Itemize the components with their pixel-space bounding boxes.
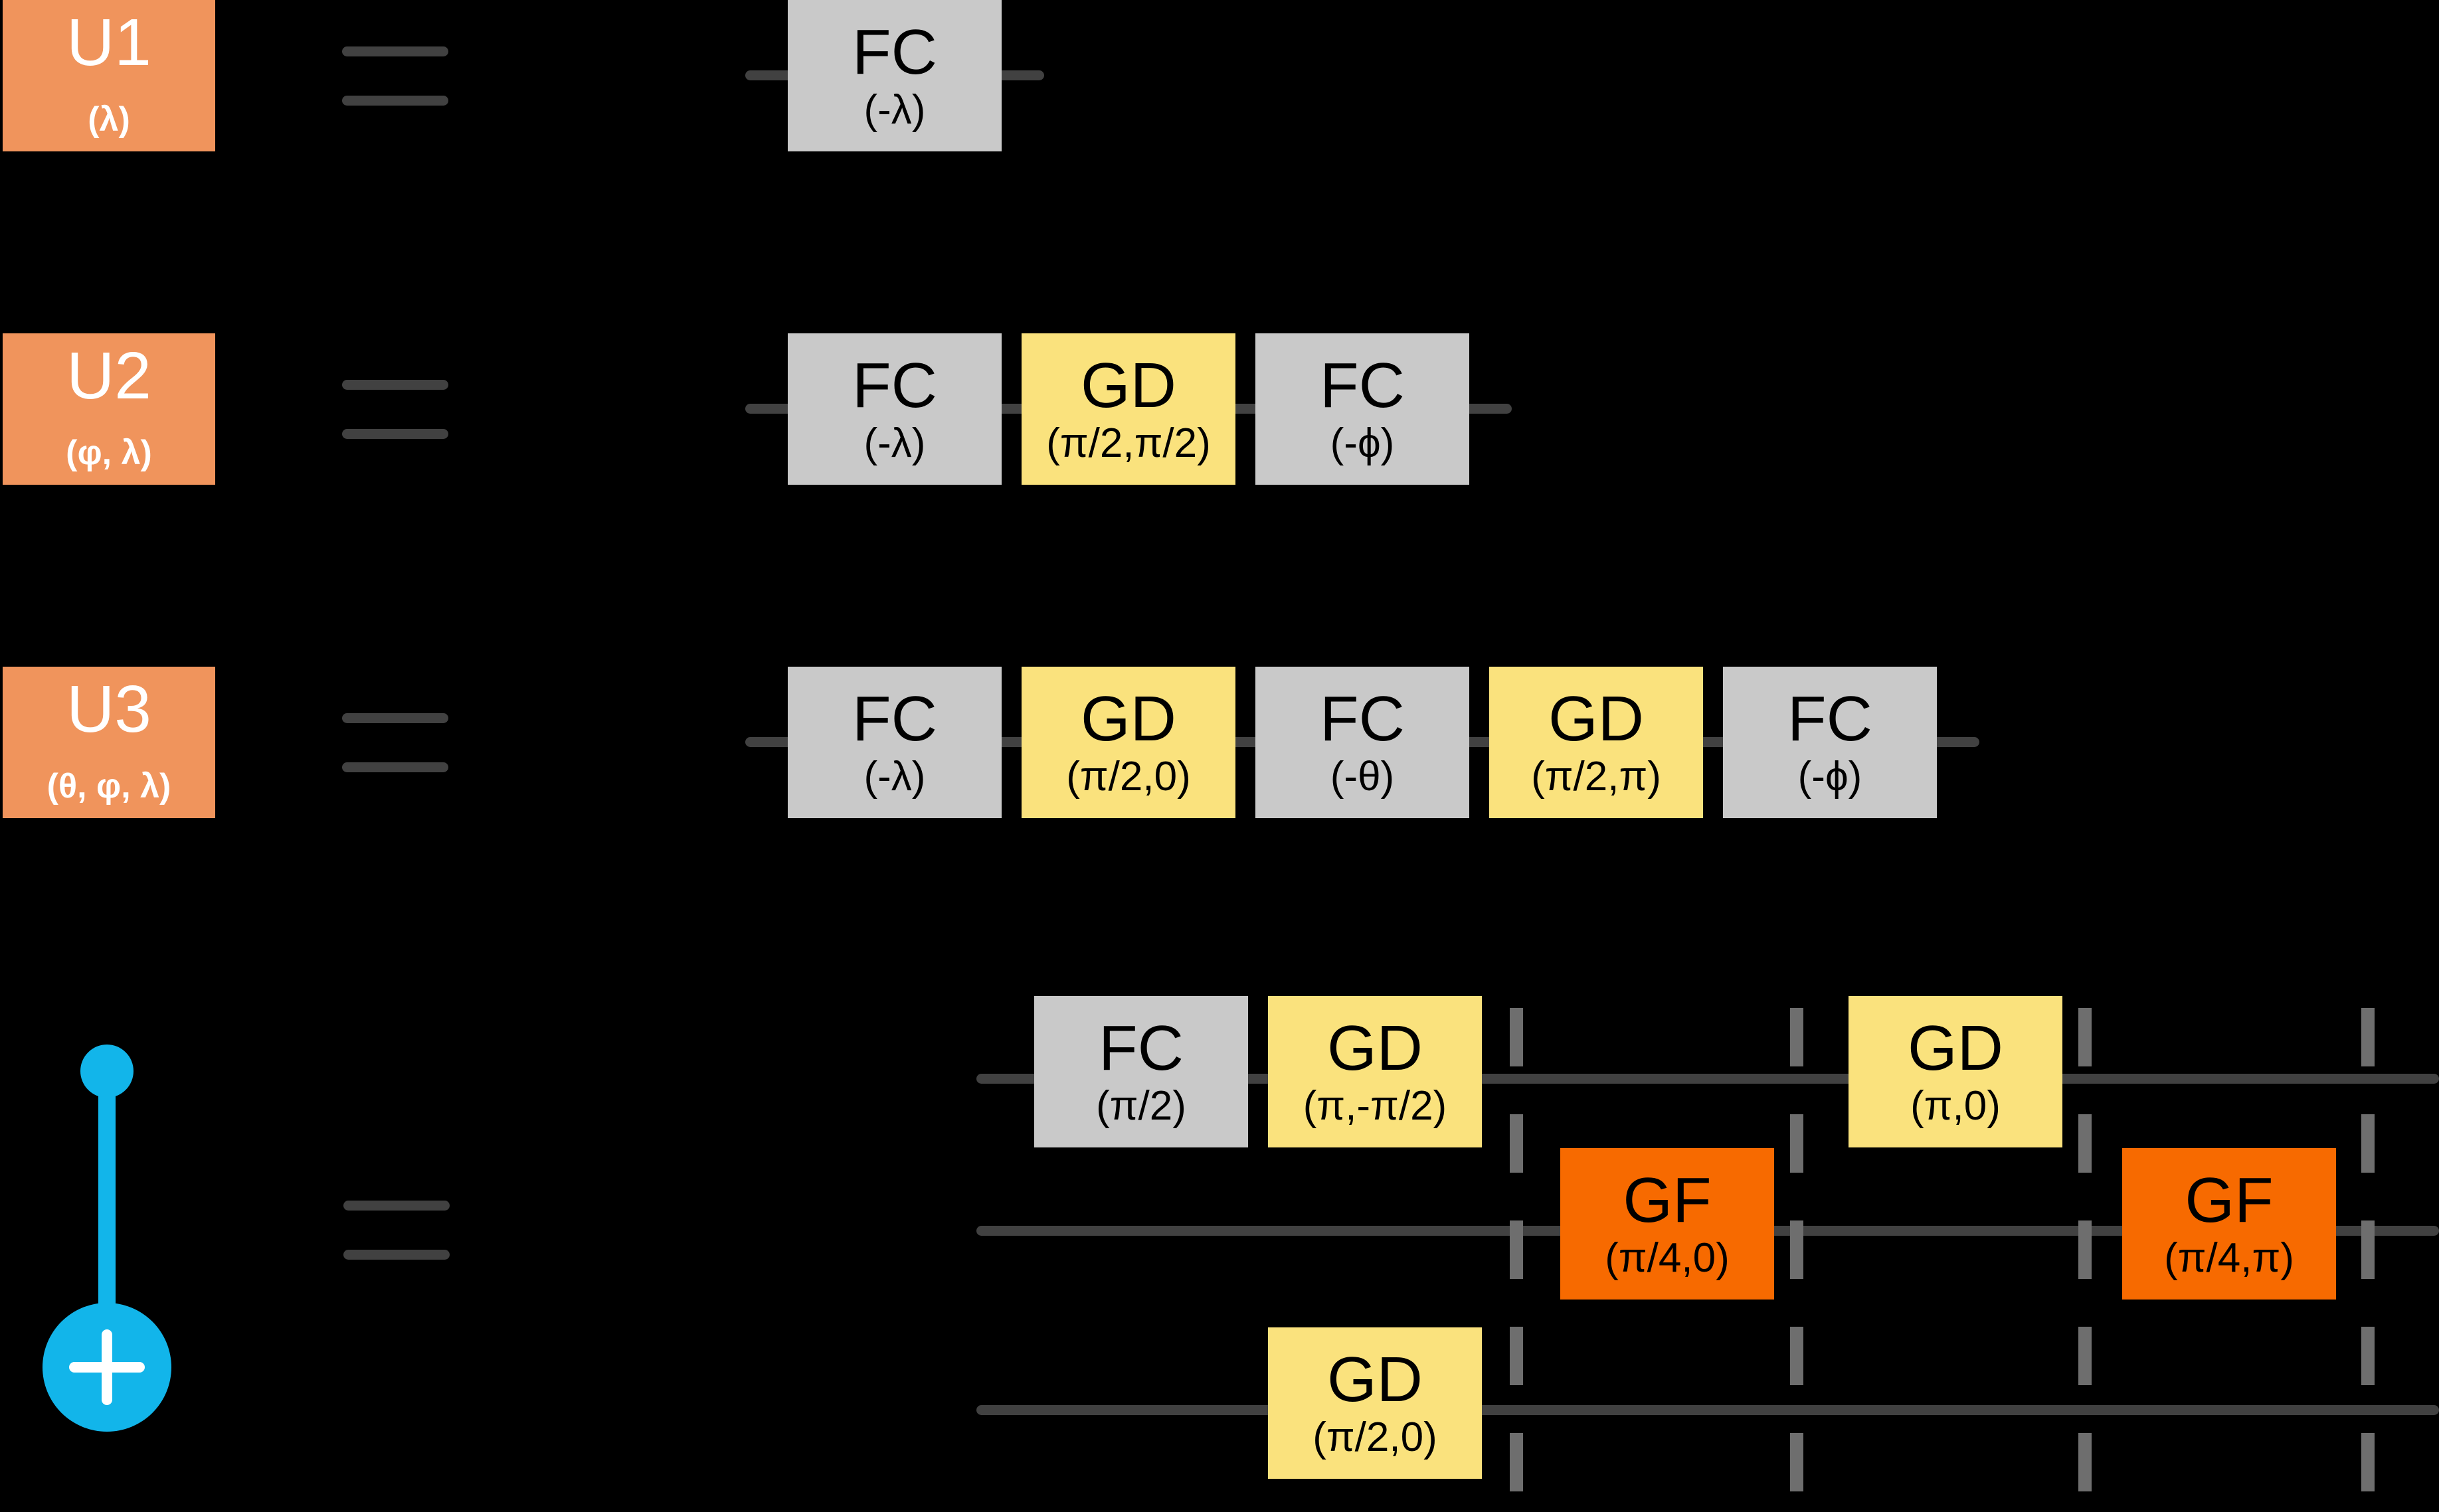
gate-box-gd: GD (π/2,0) xyxy=(1268,1327,1482,1479)
gate-param: (-θ) xyxy=(1330,754,1395,799)
u1-params: (λ) xyxy=(88,100,130,139)
gate-param: (-ϕ) xyxy=(1797,754,1862,799)
gate-box-gd: GD (π/2,0) xyxy=(1022,667,1235,818)
gate-param: (π,0) xyxy=(1910,1083,2001,1129)
gate-box-fc: FC (π/2) xyxy=(1034,996,1248,1147)
gate-name: FC xyxy=(1787,683,1872,754)
gate-box-gd: GD (π,0) xyxy=(1849,996,2062,1147)
gate-param: (π/2,0) xyxy=(1066,754,1191,799)
barrier-dashed-line-icon xyxy=(1790,1008,1803,1512)
barrier-dashed-line-icon xyxy=(1510,1008,1523,1512)
gate-name: FC xyxy=(1320,350,1405,421)
gate-name: FC xyxy=(852,17,937,88)
qubit-wire-3 xyxy=(976,1405,2439,1415)
gate-box-gd: GD (π/2,π/2) xyxy=(1022,333,1235,485)
gate-box-fc: FC (-λ) xyxy=(788,667,1002,818)
gate-name: GD xyxy=(1081,683,1176,754)
gate-param: (π/2,π) xyxy=(1531,754,1661,799)
gate-param: (-λ) xyxy=(863,754,926,799)
gate-name: GD xyxy=(1548,683,1644,754)
u1-label: U1 xyxy=(66,5,151,80)
u2-params: (φ, λ) xyxy=(66,434,152,472)
gate-name: FC xyxy=(852,683,937,754)
gate-param: (-λ) xyxy=(863,87,926,133)
gate-name: FC xyxy=(1320,683,1405,754)
gate-box-gf: GF (π/4,0) xyxy=(1560,1148,1774,1300)
gate-box-gd: GD (π,-π/2) xyxy=(1268,996,1482,1147)
cnot-connector-line xyxy=(98,1066,116,1345)
gate-box-fc: FC (-ϕ) xyxy=(1255,333,1469,485)
gate-name: FC xyxy=(1099,1013,1184,1084)
gate-name: FC xyxy=(852,350,937,421)
gate-name: GD xyxy=(1908,1013,2003,1084)
gate-param: (π/4,π) xyxy=(2164,1235,2294,1281)
gate-name: GD xyxy=(1327,1344,1423,1415)
gate-param: (π/4,0) xyxy=(1605,1235,1730,1281)
barrier-dashed-line-icon xyxy=(2078,1008,2092,1512)
equals-icon xyxy=(342,46,448,106)
cnot-plus-icon xyxy=(102,1329,112,1405)
u1-gate-box: U1 (λ) xyxy=(3,0,215,151)
gate-box-fc: FC (-ϕ) xyxy=(1723,667,1937,818)
gate-name: GF xyxy=(2185,1165,2274,1236)
gate-param: (π/2,0) xyxy=(1312,1414,1437,1460)
gate-name: GD xyxy=(1327,1013,1423,1084)
gate-param: (π/2,π/2) xyxy=(1046,420,1211,466)
gate-name: GD xyxy=(1081,350,1176,421)
gate-box-gf: GF (π/4,π) xyxy=(2122,1148,2336,1300)
gate-param: (π,-π/2) xyxy=(1303,1083,1447,1129)
u2-label: U2 xyxy=(66,339,151,413)
gate-box-gd: GD (π/2,π) xyxy=(1489,667,1703,818)
gate-name: GF xyxy=(1623,1165,1712,1236)
equals-icon xyxy=(343,1201,450,1260)
u3-params: (θ, φ, λ) xyxy=(46,767,171,805)
gate-param: (π/2) xyxy=(1096,1083,1186,1129)
barrier-dashed-line-icon xyxy=(2361,1008,2375,1512)
gate-box-fc: FC (-λ) xyxy=(788,0,1002,151)
u3-gate-box: U3 (θ, φ, λ) xyxy=(3,667,215,818)
gate-box-fc: FC (-λ) xyxy=(788,333,1002,485)
gate-param: (-ϕ) xyxy=(1330,420,1395,466)
equals-icon xyxy=(342,713,448,772)
u2-gate-box: U2 (φ, λ) xyxy=(3,333,215,485)
equals-icon xyxy=(342,380,448,439)
gate-box-fc: FC (-θ) xyxy=(1255,667,1469,818)
u3-label: U3 xyxy=(66,672,151,746)
cnot-control-dot-icon xyxy=(80,1045,134,1098)
gate-param: (-λ) xyxy=(863,420,926,466)
